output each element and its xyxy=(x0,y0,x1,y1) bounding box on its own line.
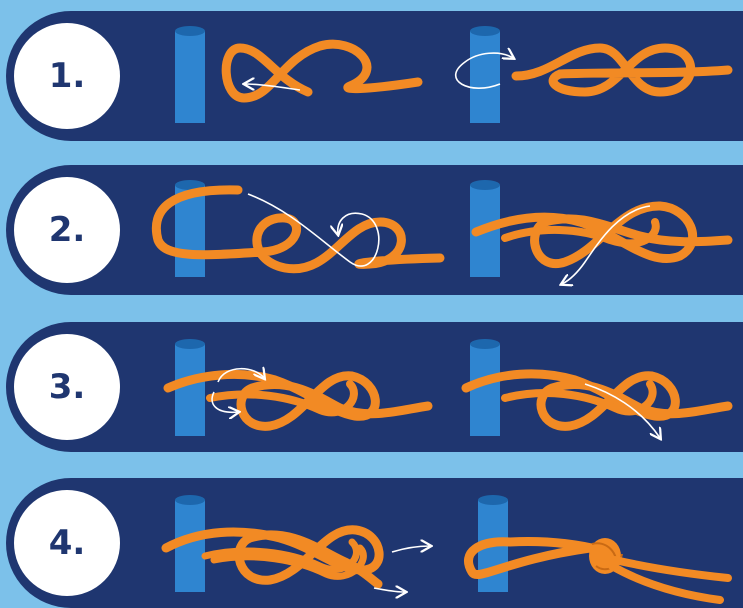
step-1-left-rope-icon xyxy=(226,44,418,98)
step-4-left-arrow-top-icon xyxy=(392,546,430,552)
step-4-left-arrow-bottom-icon xyxy=(374,588,405,592)
step-1-right-post-icon xyxy=(470,26,500,123)
step-1-left-post-icon xyxy=(175,26,205,123)
step-1-right-rope-icon xyxy=(516,48,728,92)
step-4-right-rope-tail-icon xyxy=(612,560,728,600)
